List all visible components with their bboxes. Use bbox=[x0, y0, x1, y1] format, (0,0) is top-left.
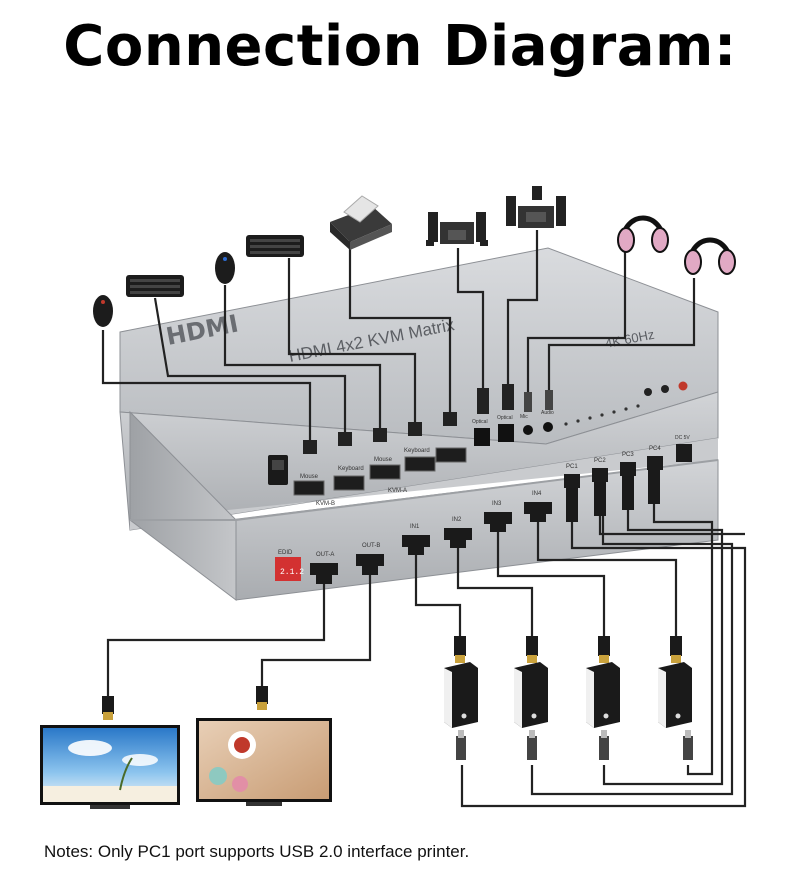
edid-dip-switch[interactable] bbox=[275, 557, 301, 581]
audio-jack bbox=[543, 422, 553, 432]
mouse-icon bbox=[215, 252, 235, 284]
speaker-system-icon bbox=[506, 186, 566, 228]
keyboard-icon bbox=[246, 235, 304, 257]
pc-port-label-2: PC2 bbox=[594, 458, 606, 464]
pc-port-label-4: PC4 bbox=[649, 446, 661, 452]
headphones-icon bbox=[684, 237, 736, 275]
in-port-label-2: IN2 bbox=[452, 517, 462, 523]
status-leds bbox=[564, 404, 640, 426]
usb-port-group bbox=[293, 447, 467, 496]
in-port-label-1: IN1 bbox=[410, 524, 420, 530]
monitor-icon bbox=[40, 725, 180, 809]
key-button-b[interactable] bbox=[644, 388, 652, 396]
pc-host-group bbox=[444, 636, 693, 760]
usb-label-2: Keyboard bbox=[338, 466, 364, 472]
hdmi-output-cables bbox=[106, 566, 372, 700]
group-label-kvm-b: KVM-B bbox=[316, 501, 335, 507]
usb-label-4: Keyboard bbox=[404, 448, 430, 454]
usb-pc-cables bbox=[460, 500, 747, 808]
peripheral-cables bbox=[101, 230, 696, 448]
usb-label-3: Mouse bbox=[374, 457, 393, 463]
speaker-system-icon bbox=[426, 212, 488, 246]
out-port-label-b: OUT-B bbox=[362, 543, 380, 549]
headphones-icon bbox=[617, 215, 669, 253]
footnote: Notes: Only PC1 port supports USB 2.0 in… bbox=[44, 842, 470, 861]
cable-plugs-top bbox=[303, 384, 553, 454]
out-port-label-a: OUT-A bbox=[316, 552, 334, 558]
audio-label-4: Audio bbox=[541, 410, 554, 416]
pc-port-group bbox=[564, 456, 663, 488]
key-button-a[interactable] bbox=[661, 385, 669, 393]
hdmi-plugs-monitors bbox=[102, 686, 268, 720]
group-label-kvm-a: KVM-A bbox=[388, 488, 407, 494]
dc-power-port bbox=[676, 444, 692, 462]
pc-port-label-1: PC1 bbox=[566, 464, 578, 470]
keyboard-icon bbox=[126, 275, 184, 297]
pc-host-icon bbox=[658, 636, 693, 760]
optical-port-1 bbox=[474, 428, 490, 446]
edid-label: EDID bbox=[278, 550, 293, 556]
ir-receiver bbox=[678, 381, 688, 391]
dc-power-label: DC 5V bbox=[675, 435, 690, 441]
pc-host-icon bbox=[586, 636, 620, 760]
power-switch[interactable] bbox=[268, 455, 288, 485]
printer-icon bbox=[330, 195, 392, 250]
page-title: Connection Diagram: bbox=[63, 14, 737, 79]
mic-jack bbox=[523, 425, 533, 435]
pc-host-icon bbox=[514, 636, 548, 760]
audio-label-3: Mic bbox=[520, 414, 528, 420]
in-port-label-3: IN3 bbox=[492, 501, 502, 507]
audio-label-1: Optical bbox=[472, 419, 488, 425]
audio-label-2: Optical bbox=[497, 415, 513, 421]
hdmi-input-cables bbox=[414, 514, 678, 640]
pc-host-icon bbox=[444, 636, 478, 760]
usb-label-1: Mouse bbox=[300, 474, 319, 480]
in-port-label-4: IN4 bbox=[532, 491, 542, 497]
edid-display: 2.1.2 bbox=[280, 568, 304, 577]
cable-plugs-bottom bbox=[316, 470, 660, 584]
pc-port-label-3: PC3 bbox=[622, 452, 634, 458]
optical-port-2 bbox=[498, 424, 514, 442]
mouse-icon bbox=[93, 295, 113, 327]
monitor-icon bbox=[196, 718, 332, 806]
